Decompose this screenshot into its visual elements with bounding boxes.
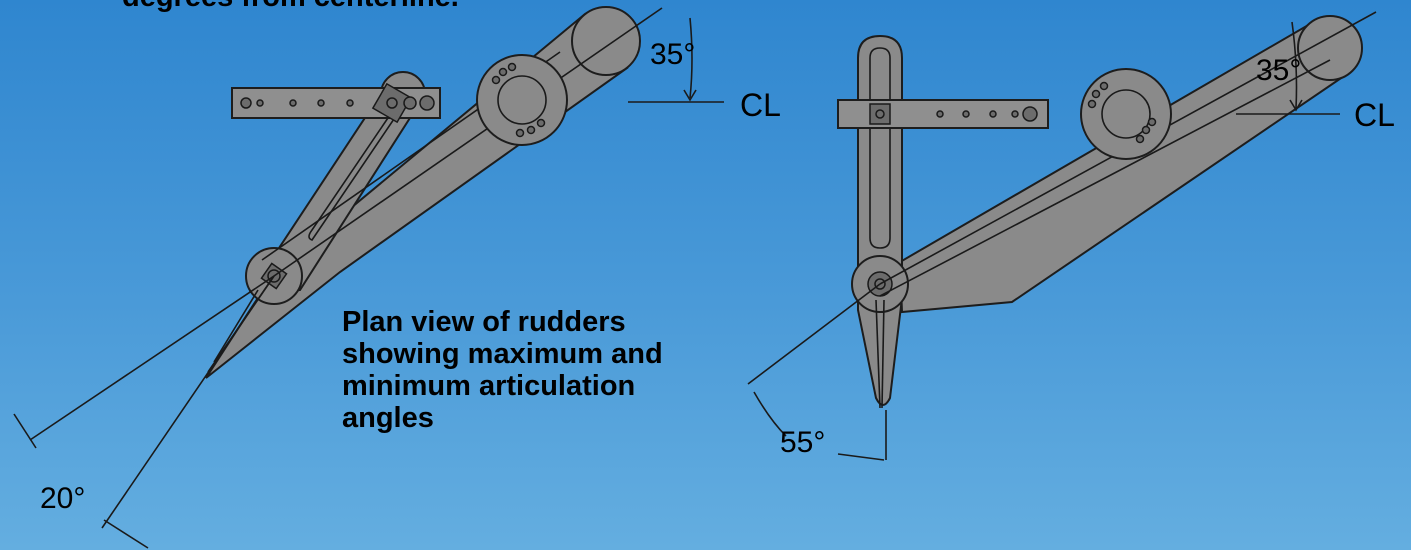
diagram-caption: Plan view of rudders showing maximum and… <box>342 306 762 434</box>
caption-line-3: minimum articulation <box>342 370 636 402</box>
right-rudder-blade <box>857 34 903 406</box>
left-angle-bottom-label: 20° <box>40 482 85 515</box>
left-centerline-label: CL <box>740 87 781 123</box>
left-angle-top-label: 35° <box>650 38 695 71</box>
right-angle-top-label: 35° <box>1256 54 1301 87</box>
right-rudder-rotor-disk <box>1080 68 1172 160</box>
left-rudder-assembly <box>13 6 724 549</box>
right-rudder-assembly <box>747 11 1377 461</box>
right-angle-bottom-label: 55° <box>780 426 825 459</box>
caption-line-2: showing maximum and <box>342 338 663 370</box>
header-fragment: degrees from centerline. <box>122 0 459 13</box>
caption-line-4: angles <box>342 402 434 434</box>
right-centerline-label: CL <box>1354 97 1395 133</box>
caption-line-1: Plan view of rudders <box>342 306 626 338</box>
